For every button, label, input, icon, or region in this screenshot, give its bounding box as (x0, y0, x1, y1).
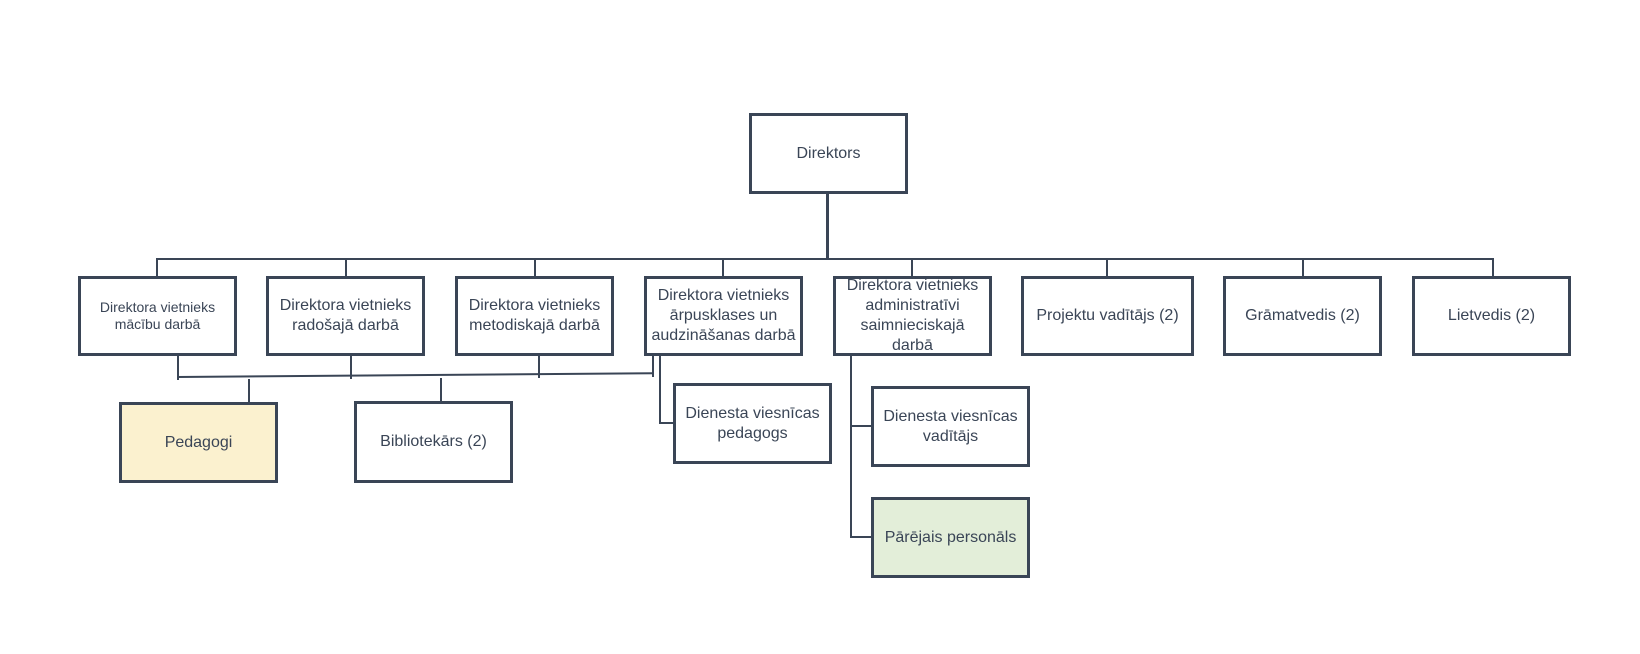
connector-up-teaching (177, 354, 179, 380)
node-deputy-teaching-label: Direktora vietnieks mācību darbā (99, 299, 216, 332)
connector-drop-8 (1492, 258, 1494, 276)
node-dorm-teacher-label: Dienesta viesnīcas pedagogs (685, 404, 820, 442)
node-director: Direktors (749, 113, 908, 194)
node-accountant: Grāmatvedis (2) (1223, 276, 1382, 356)
node-project-manager: Projektu vadītājs (2) (1021, 276, 1194, 356)
connector-dorm-teacher-h (659, 422, 675, 424)
node-teachers-label: Pedagogi (164, 433, 233, 451)
connector-drop-1 (156, 258, 158, 276)
connector-down-teachers (248, 379, 250, 404)
node-other-staff-label: Pārējais personāls (884, 528, 1017, 546)
node-accountant-label: Grāmatvedis (2) (1245, 307, 1360, 324)
connector-up-extracurricular (652, 354, 654, 377)
node-librarian: Bibliotekārs (2) (354, 401, 513, 483)
node-deputy-creative-label: Direktora vietnieks radošajā darbā (279, 297, 412, 334)
connector-drop-7 (1302, 258, 1304, 276)
node-clerk-label: Lietvedis (2) (1447, 307, 1536, 324)
node-dorm-manager-label: Dienesta viesnīcas vadītājs (883, 407, 1018, 445)
connector-drop-2 (345, 258, 347, 276)
node-deputy-teaching: Direktora vietnieks mācību darbā (78, 276, 237, 356)
connector-drop-4 (722, 258, 724, 276)
connector-drop-3 (534, 258, 536, 276)
node-director-label: Direktors (796, 144, 861, 162)
node-deputy-methodical-label: Direktora vietnieks metodiskajā darbā (468, 297, 601, 334)
connector-drop-5 (911, 258, 913, 276)
node-teachers: Pedagogi (119, 402, 278, 483)
node-deputy-extracurricular-label: Direktora vietnieks ārpusklases un audzi… (651, 287, 796, 344)
connector-drop-6 (1106, 258, 1108, 276)
node-deputy-administrative-label: Direktora vietnieks administratīvi saimn… (846, 277, 979, 354)
node-dorm-teacher: Dienesta viesnīcas pedagogs (673, 383, 832, 464)
connector-top-bus (156, 258, 1494, 260)
connector-down-librarian (440, 378, 442, 403)
node-deputy-administrative: Direktora vietnieks administratīvi saimn… (833, 276, 992, 356)
connector-up-methodical (538, 354, 540, 378)
connector-other-staff-h (850, 536, 873, 538)
connector-dorm-manager-h (850, 425, 873, 427)
node-dorm-manager: Dienesta viesnīcas vadītājs (871, 386, 1030, 467)
connector-extracurricular-dorm (659, 354, 661, 424)
node-other-staff: Pārējais personāls (871, 497, 1030, 578)
node-clerk: Lietvedis (2) (1412, 276, 1571, 356)
node-deputy-methodical: Direktora vietnieks metodiskajā darbā (455, 276, 614, 356)
node-librarian-label: Bibliotekārs (2) (380, 433, 487, 450)
node-project-manager-label: Projektu vadītājs (2) (1036, 307, 1179, 324)
node-deputy-creative: Direktora vietnieks radošajā darbā (266, 276, 425, 356)
connector-lower-bus (177, 372, 655, 378)
connector-up-creative (350, 354, 352, 379)
connector-director-down (826, 194, 829, 259)
connector-admin-down (850, 354, 852, 538)
node-deputy-extracurricular: Direktora vietnieks ārpusklases un audzi… (644, 276, 803, 356)
